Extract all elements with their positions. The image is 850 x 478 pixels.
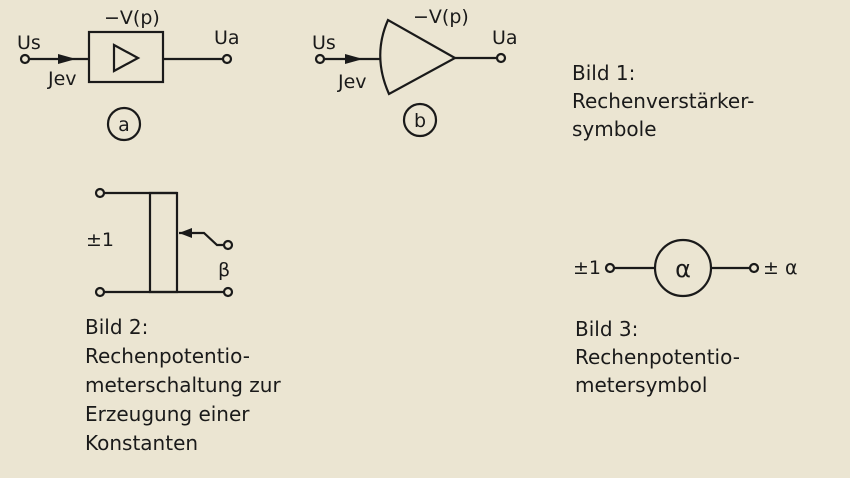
input-label: ±1 <box>573 257 601 279</box>
alpha-label: α <box>675 255 691 283</box>
wiper-arrow-icon <box>179 228 192 238</box>
input-terminal <box>19 53 31 65</box>
input-label: Us <box>17 32 41 54</box>
gain-label: −V(p) <box>104 7 160 29</box>
svg-text:metersymbol: metersymbol <box>575 373 707 397</box>
output-terminal <box>495 52 507 64</box>
svg-text:Bild 1:: Bild 1: <box>572 61 635 85</box>
figure-tag: b <box>414 110 426 132</box>
output-label: ± α <box>763 257 797 279</box>
svg-text:Erzeugung einer: Erzeugung einer <box>85 402 250 426</box>
svg-text:Rechenpotentio-: Rechenpotentio- <box>85 344 250 368</box>
svg-text:meterschaltung zur: meterschaltung zur <box>85 373 281 397</box>
triangle-icon <box>112 43 141 73</box>
output-label: Ua <box>214 27 240 49</box>
current-label: Jev <box>337 71 367 93</box>
input-label: Us <box>312 32 336 54</box>
gain-label: −V(p) <box>413 6 469 28</box>
amplifier-symbol-a: Us −V(p) Ua Jev a <box>17 7 240 142</box>
input-terminal <box>314 53 326 65</box>
current-arrow-icon <box>345 54 363 64</box>
caption-1: Bild 1: Rechenverstärker- symbole <box>572 61 754 141</box>
input-label: ±1 <box>86 229 114 251</box>
amplifier-symbol-b: Us −V(p) Ua Jev b <box>312 6 518 138</box>
svg-text:Bild 3:: Bild 3: <box>575 317 638 341</box>
svg-text:Rechenverstärker-: Rechenverstärker- <box>572 89 754 113</box>
potentiometer-circuit: ±1 β <box>86 187 234 298</box>
figure-tag: a <box>118 114 130 136</box>
output-label: Ua <box>492 27 518 49</box>
caption-3: Bild 3: Rechenpotentio- metersymbol <box>575 317 740 397</box>
svg-text:Bild 2:: Bild 2: <box>85 315 148 339</box>
potentiometer-symbol: ±1 α ± α <box>573 238 797 298</box>
current-label: Jev <box>47 68 77 90</box>
output-label: β <box>218 259 230 281</box>
svg-text:symbole: symbole <box>572 117 657 141</box>
caption-2: Bild 2: Rechenpotentio- meterschaltung z… <box>85 315 281 455</box>
current-arrow-icon <box>58 54 76 64</box>
svg-text:Konstanten: Konstanten <box>85 431 198 455</box>
output-terminal <box>221 53 233 65</box>
svg-text:Rechenpotentio-: Rechenpotentio- <box>575 345 740 369</box>
